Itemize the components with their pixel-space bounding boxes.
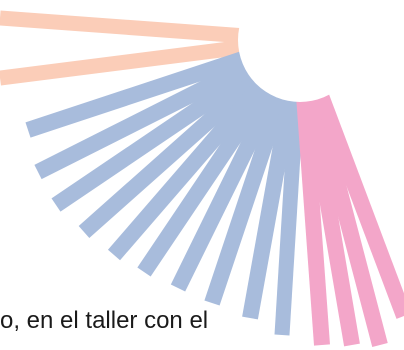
caption-text: o, en el taller con el (0, 307, 209, 334)
sunburst-center (238, 0, 362, 102)
